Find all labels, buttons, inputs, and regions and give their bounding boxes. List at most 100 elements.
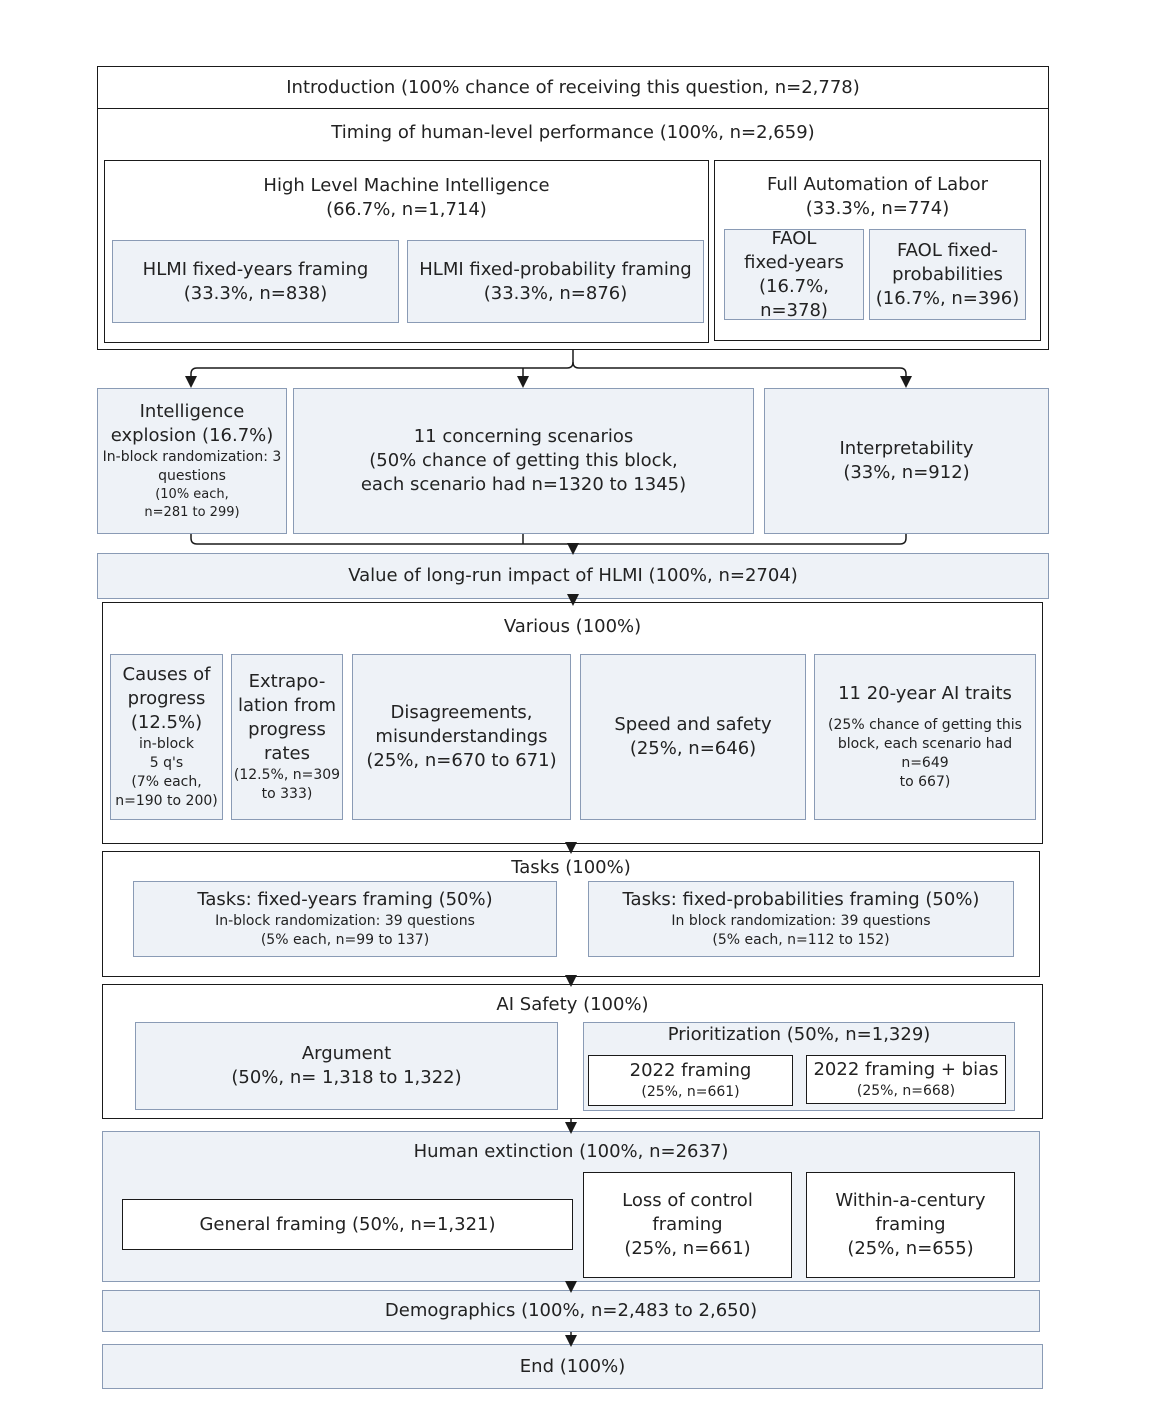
causes-l7: n=190 to 200) — [115, 793, 218, 809]
timing-label: Timing of human-level performance (100%,… — [331, 122, 815, 143]
end-label: End (100%) — [519, 1355, 626, 1377]
faol-years-l3: (16.7%, n=378) — [759, 275, 829, 321]
loss-of-control-block: Loss of control framing (25%, n=661) — [583, 1172, 792, 1278]
faol-sub: (33.3%, n=774) — [805, 198, 950, 219]
causes-l6: (7% each, — [131, 774, 202, 790]
extrap-l6: to 333) — [261, 786, 313, 802]
hlmi-group: High Level Machine Intelligence (66.7%, … — [104, 160, 709, 343]
century-l3: (25%, n=655) — [847, 1238, 974, 1259]
tasks-prob-l3: (5% each, n=112 to 152) — [712, 932, 890, 948]
ai-safety-label: AI Safety (100%) — [496, 994, 649, 1015]
causes-l3: (12.5%) — [130, 712, 203, 733]
tasks-years-l3: (5% each, n=99 to 137) — [260, 932, 430, 948]
traits-l1: 11 20-year AI traits — [838, 683, 1012, 704]
argument-block: Argument (50%, n= 1,318 to 1,322) — [135, 1022, 558, 1110]
framing-2022-bias-block: 2022 framing + bias (25%, n=668) — [806, 1055, 1006, 1104]
extrap-l2: lation from — [237, 695, 337, 716]
hlmi-title: High Level Machine Intelligence — [263, 175, 550, 196]
speed-l1: Speed and safety — [614, 714, 772, 735]
faol-years-l1: FAOL — [771, 227, 817, 249]
various-label: Various (100%) — [503, 616, 642, 637]
value-block: Value of long-run impact of HLMI (100%, … — [97, 553, 1049, 599]
faol-prob-l3: (16.7%, n=396) — [875, 287, 1020, 309]
argument-l1: Argument — [301, 1043, 392, 1064]
extinction-label: Human extinction (100%, n=2637) — [413, 1141, 729, 1162]
concerning-scenarios-block: 11 concerning scenarios (50% chance of g… — [293, 388, 754, 534]
interpretability-block: Interpretability (33%, n=912) — [764, 388, 1049, 534]
explosion-l3: In-block randomization: 3 — [102, 449, 282, 465]
hlmi-fixed-probability-block: HLMI fixed-probability framing (33.3%, n… — [407, 240, 704, 323]
framing-2022-l2: (25%, n=661) — [641, 1084, 740, 1100]
explosion-l1: Intelligence — [139, 401, 245, 422]
hlmi-years-l1: HLMI fixed-years framing — [142, 258, 369, 280]
extrap-l4: rates — [264, 743, 310, 764]
disagree-l3: (25%, n=670 to 671) — [366, 750, 557, 771]
disagree-l2: misunderstandings — [375, 726, 548, 747]
connector-to-explosion — [185, 350, 574, 388]
disagreements-block: Disagreements, misunderstandings (25%, n… — [352, 654, 571, 820]
faol-years-l2: fixed-years — [744, 251, 844, 273]
tasks-years-l2: In-block randomization: 39 questions — [215, 913, 475, 929]
causes-l4: in-block — [139, 736, 194, 752]
prioritization-label: Prioritization (50%, n=1,329) — [667, 1024, 931, 1045]
traits-l4: to 667) — [899, 774, 951, 790]
tasks-fixed-years-block: Tasks: fixed-years framing (50%) In-bloc… — [133, 881, 557, 957]
ai-traits-block: 11 20-year AI traits (25% chance of gett… — [814, 654, 1036, 820]
tasks-years-l1: Tasks: fixed-years framing (50%) — [197, 889, 493, 910]
tasks-fixed-probabilities-block: Tasks: fixed-probabilities framing (50%)… — [588, 881, 1014, 957]
demographics-label: Demographics (100%, n=2,483 to 2,650) — [384, 1300, 758, 1321]
faol-title: Full Automation of Labor — [766, 174, 989, 195]
connector-to-interpretability — [572, 361, 912, 388]
framing-bias-l2: (25%, n=668) — [856, 1083, 956, 1099]
hlmi-prob-l2: (33.3%, n=876) — [483, 282, 628, 304]
framing-2022-block: 2022 framing (25%, n=661) — [588, 1055, 793, 1106]
tasks-prob-l2: In block randomization: 39 questions — [671, 913, 931, 929]
end-block: End (100%) — [102, 1344, 1043, 1389]
hlmi-sub: (66.7%, n=1,714) — [326, 199, 487, 220]
argument-l2: (50%, n= 1,318 to 1,322) — [231, 1067, 462, 1088]
faol-fixed-probabilities-block: FAOL fixed- probabilities (16.7%, n=396) — [869, 229, 1026, 320]
speed-and-safety-block: Speed and safety (25%, n=646) — [580, 654, 806, 820]
tasks-prob-l1: Tasks: fixed-probabilities framing (50%) — [622, 889, 980, 910]
scenarios-l1: 11 concerning scenarios — [413, 426, 634, 447]
faol-prob-l1: FAOL fixed- — [896, 239, 999, 261]
causes-l2: progress — [127, 688, 206, 709]
extrap-l1: Extrapo- — [248, 671, 326, 692]
framing-bias-l1: 2022 framing + bias — [813, 1059, 999, 1080]
introduction-block: Introduction (100% chance of receiving t… — [97, 66, 1049, 110]
general-l1: General framing (50%, n=1,321) — [199, 1213, 496, 1235]
traits-l3: block, each scenario had n=649 — [837, 736, 1013, 771]
value-label: Value of long-run impact of HLMI (100%, … — [348, 565, 798, 586]
faol-prob-l2: probabilities — [892, 263, 1003, 285]
causes-of-progress-block: Causes of progress (12.5%) in-block 5 q'… — [110, 654, 223, 820]
explosion-l2: explosion (16.7%) — [110, 425, 274, 446]
faol-fixed-years-block: FAOL fixed-years (16.7%, n=378) — [724, 227, 864, 321]
faol-group: Full Automation of Labor (33.3%, n=774) — [714, 160, 1041, 341]
extrap-l3: progress — [248, 719, 326, 740]
merge-line — [190, 534, 907, 545]
intelligence-explosion-block: Intelligence explosion (16.7%) In-block … — [97, 388, 287, 534]
loss-l1: Loss of control — [622, 1190, 753, 1211]
interp-l1: Interpretability — [839, 438, 974, 459]
hlmi-prob-l1: HLMI fixed-probability framing — [419, 258, 692, 280]
loss-l2: framing — [652, 1214, 723, 1235]
general-framing-block: General framing (50%, n=1,321) — [122, 1199, 573, 1250]
extrapolation-block: Extrapo- lation from progress rates (12.… — [231, 654, 343, 820]
explosion-l4: questions — [158, 468, 226, 484]
extrap-l5: (12.5%, n=309 — [233, 767, 341, 783]
within-a-century-block: Within-a-century framing (25%, n=655) — [806, 1172, 1015, 1278]
hlmi-fixed-years-block: HLMI fixed-years framing (33.3%, n=838) — [112, 240, 399, 323]
speed-l2: (25%, n=646) — [629, 738, 757, 759]
demographics-block: Demographics (100%, n=2,483 to 2,650) — [102, 1290, 1040, 1332]
interp-l2: (33%, n=912) — [843, 462, 970, 483]
scenarios-l2: (50% chance of getting this block, — [369, 450, 678, 471]
introduction-label: Introduction (100% chance of receiving t… — [286, 77, 860, 98]
hlmi-years-l2: (33.3%, n=838) — [183, 282, 328, 304]
century-l2: framing — [875, 1214, 946, 1235]
scenarios-l3: each scenario had n=1320 to 1345) — [360, 474, 687, 495]
century-l1: Within-a-century — [835, 1190, 986, 1211]
loss-l3: (25%, n=661) — [624, 1238, 751, 1259]
framing-2022-l1: 2022 framing — [629, 1060, 752, 1081]
explosion-l5: (10% each, — [155, 487, 229, 502]
causes-l5: 5 q's — [149, 755, 184, 771]
